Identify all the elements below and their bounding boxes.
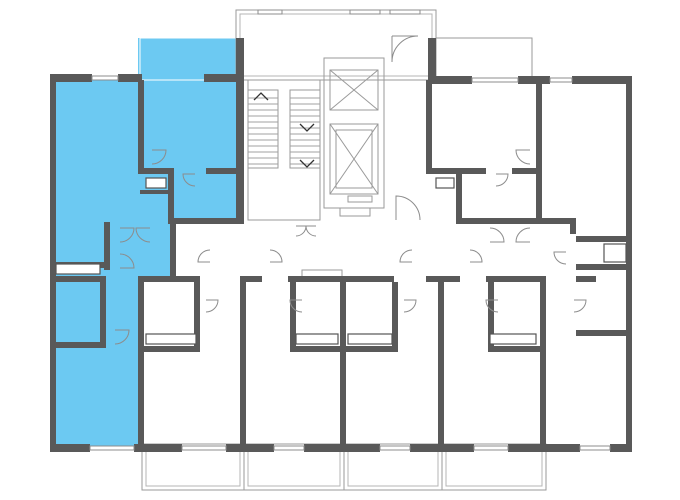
door-swing	[403, 299, 417, 313]
apartment-room-lower[interactable]	[50, 280, 140, 448]
door-swing	[151, 149, 167, 165]
walls	[50, 38, 632, 452]
door-swing	[515, 149, 531, 165]
chevron-down-icon	[299, 123, 315, 132]
corridor	[176, 222, 508, 280]
door-swing	[573, 299, 587, 313]
door-swing	[119, 227, 135, 243]
door-swing	[119, 253, 135, 269]
door-swing	[485, 299, 499, 313]
apartment-room-bedroom[interactable]	[138, 38, 242, 224]
door-swing	[489, 227, 505, 243]
door-swing	[553, 251, 567, 265]
door-swing	[289, 299, 303, 313]
apartment-hall[interactable]	[104, 222, 176, 282]
door-swing	[182, 173, 196, 187]
door-swing	[269, 249, 283, 263]
balcony-top-right	[435, 37, 533, 79]
door-swings	[114, 149, 587, 345]
door-swing	[515, 227, 531, 243]
staircase	[247, 89, 321, 169]
door-swing	[135, 227, 151, 243]
windows	[89, 75, 611, 451]
bathroom-fixtures	[55, 177, 627, 345]
door-swing	[399, 249, 413, 263]
door-swing	[197, 249, 211, 263]
chevron-up-icon	[253, 92, 269, 101]
core-section	[235, 9, 437, 221]
door-swing	[305, 225, 317, 237]
door-swing	[114, 329, 130, 345]
door-swing	[469, 249, 483, 263]
door-swing	[205, 299, 219, 313]
door-swing	[495, 173, 509, 187]
chevron-down-icon	[299, 159, 315, 168]
